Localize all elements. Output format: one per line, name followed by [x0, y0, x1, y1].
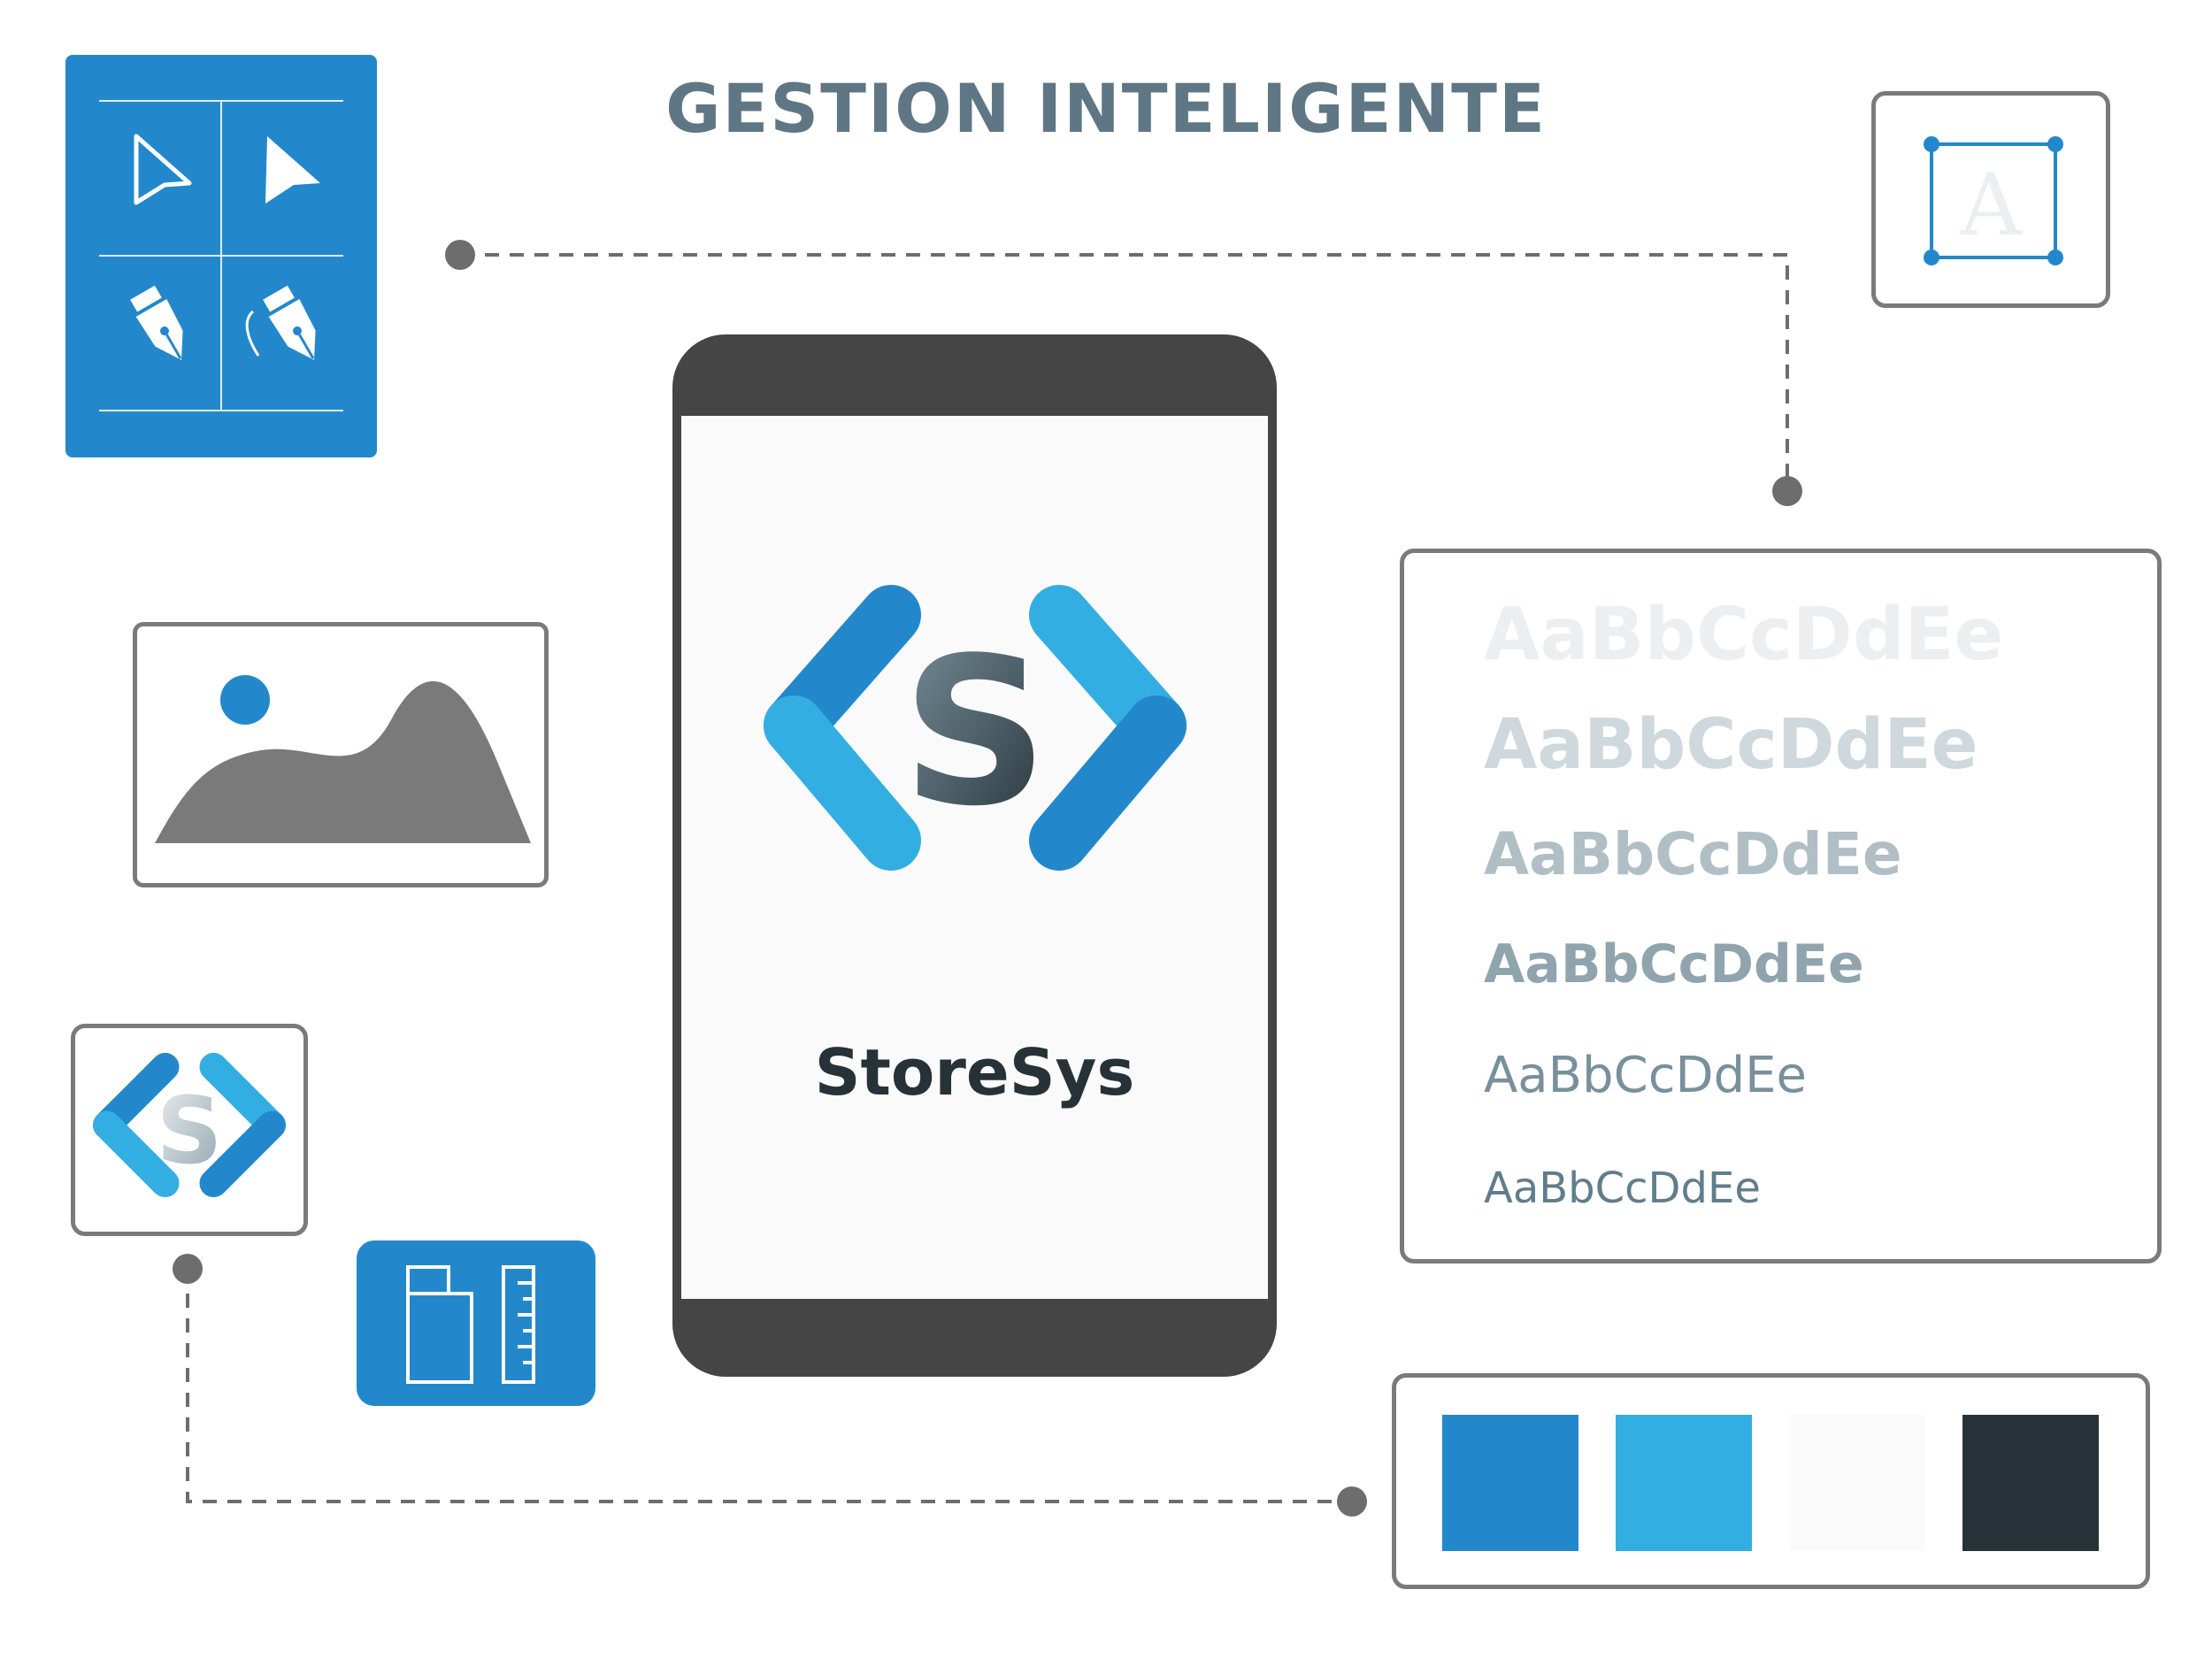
landscape-image-icon	[155, 675, 531, 843]
swatch-primary-blue[interactable]	[1442, 1415, 1578, 1551]
type-sample-light: AaBbCcDdEe	[1484, 1164, 1761, 1213]
brand-name: StoreSys	[814, 1035, 1135, 1110]
usb-ruler-icon	[406, 1265, 535, 1384]
phone-mockup: S StoreSys	[672, 334, 1277, 1377]
export-tools-card[interactable]	[357, 1240, 595, 1406]
image-card[interactable]	[133, 622, 549, 887]
pen-tool-icon[interactable]	[127, 284, 197, 369]
text-transform-card[interactable]: A	[1871, 91, 2110, 308]
logo-thumbnail-card[interactable]: S	[71, 1024, 308, 1236]
svg-text:S: S	[902, 615, 1048, 851]
tools-grid	[99, 100, 343, 411]
svg-text:S: S	[157, 1077, 223, 1185]
text-box-letter: A	[1960, 156, 2022, 255]
text-box-icon	[1924, 136, 2063, 265]
storesys-logo-small-icon: S	[93, 1052, 286, 1198]
phone-screen[interactable]: S StoreSys	[681, 416, 1268, 1299]
selection-arrow-filled-icon[interactable]	[265, 136, 320, 204]
type-sample-bold: AaBbCcDdEe	[1484, 820, 1902, 888]
tools-panel	[65, 55, 377, 457]
swatch-dark-slate[interactable]	[1962, 1415, 2099, 1551]
type-sample-extrabold: AaBbCcDdEe	[1484, 705, 1978, 785]
swatch-light-blue[interactable]	[1616, 1415, 1752, 1551]
type-sample-regular: AaBbCcDdEe	[1484, 1047, 1807, 1104]
type-sample-semibold: AaBbCcDdEe	[1484, 933, 1864, 995]
page-title: GESTION INTELIGENTE	[665, 69, 1547, 148]
color-palette-card[interactable]	[1392, 1373, 2150, 1589]
curvature-pen-icon[interactable]	[245, 284, 329, 369]
swatch-off-white[interactable]	[1789, 1415, 1925, 1551]
type-sample-black: AaBbCcDdEe	[1484, 593, 2004, 677]
storesys-logo-icon: S	[764, 585, 1187, 871]
selection-arrow-outline-icon[interactable]	[134, 134, 192, 205]
typography-card[interactable]: AaBbCcDdEe AaBbCcDdEe AaBbCcDdEe AaBbCcD…	[1400, 549, 2162, 1263]
